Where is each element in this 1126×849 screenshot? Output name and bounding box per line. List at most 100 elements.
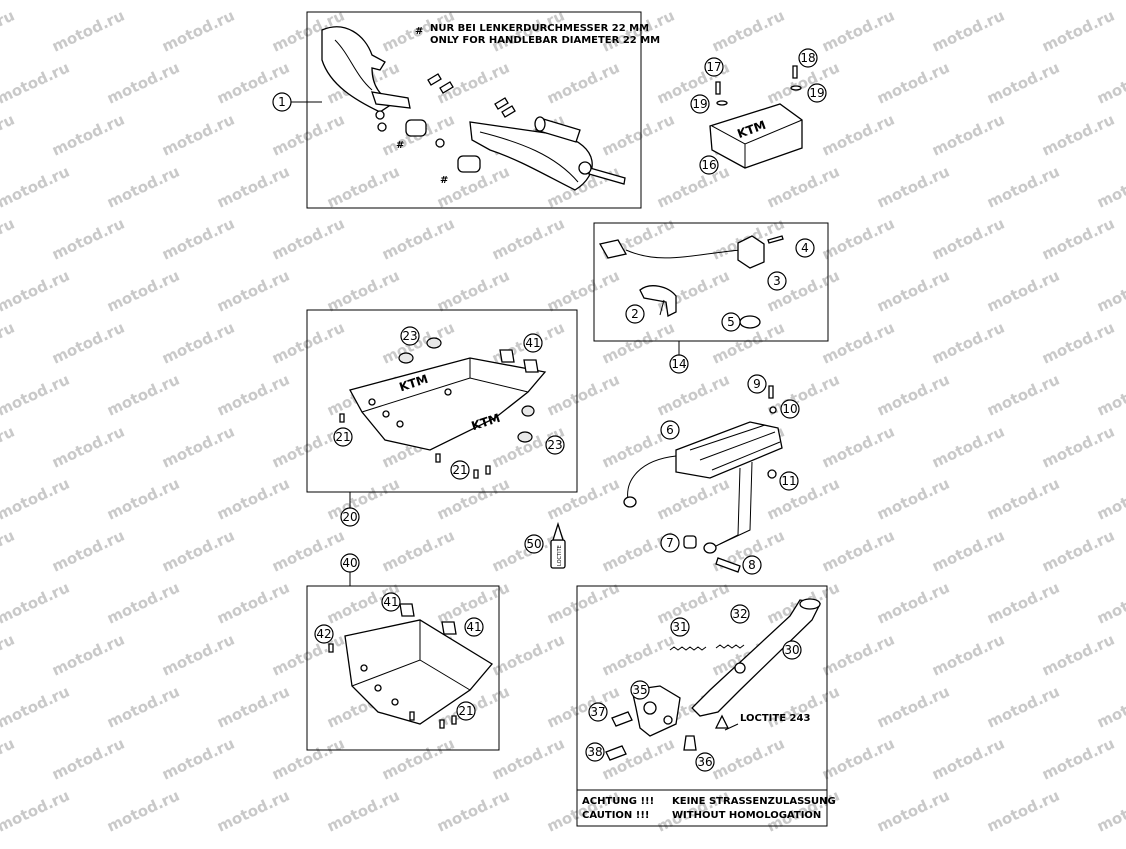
callout-35-label: 35 — [632, 683, 647, 697]
watermark-text: motod.ru — [104, 682, 182, 731]
watermark-text: motod.ru — [764, 682, 842, 731]
watermark-text: motod.ru — [874, 58, 952, 107]
watermark-text: motod.ru — [819, 630, 897, 679]
watermark-text: motod.ru — [104, 786, 182, 835]
watermark-text: motod.ru — [214, 786, 292, 835]
loctite-note: LOCTITE 243 — [740, 713, 810, 724]
watermark-text: motod.ru — [874, 266, 952, 315]
callout-50-label: 50 — [526, 537, 541, 551]
watermark-text: motod.ru — [324, 786, 402, 835]
wire — [625, 249, 741, 259]
watermark-text: motod.ru — [49, 734, 127, 783]
screw-21a — [339, 413, 345, 423]
watermark-text: motod.ru — [1039, 526, 1117, 575]
warning-de-left: ACHTUNG !!! — [582, 796, 654, 807]
watermark-text: motod.ru — [874, 474, 952, 523]
watermark-text: motod.ru — [159, 526, 237, 575]
watermark-text: motod.ru — [764, 162, 842, 211]
bolt-8 — [715, 557, 741, 573]
stand-spring-hook — [734, 662, 746, 674]
guard-hole-2 — [374, 684, 382, 692]
callout-41b-label: 41 — [383, 595, 398, 609]
watermark-text: motod.ru — [49, 422, 127, 471]
nut-2 — [377, 122, 387, 132]
watermark-text: motod.ru — [269, 734, 347, 783]
watermark-text: motod.ru — [709, 6, 787, 55]
rubber-23a-1 — [398, 352, 414, 364]
rack-left-leg — [627, 455, 677, 501]
callout-36-label: 36 — [697, 755, 712, 769]
sensor-box — [737, 235, 765, 269]
mount-41a-2 — [523, 359, 539, 373]
callout-30-label: 30 — [784, 643, 799, 657]
callout-21a — [333, 427, 353, 447]
callout-50 — [524, 534, 544, 554]
watermark-text: motod.ru — [104, 266, 182, 315]
watermark-text: motod.ru — [0, 786, 72, 835]
watermark-text: motod.ru — [49, 6, 127, 55]
spring-31 — [669, 646, 707, 651]
watermark-text: motod.ru — [379, 214, 457, 263]
callout-19b-label: 19 — [809, 86, 824, 100]
callout-18 — [798, 48, 818, 68]
loctite-tube-assembly: LOCTITE 50 — [524, 521, 566, 569]
washer-10 — [769, 406, 777, 414]
watermark-text: motod.ru — [0, 58, 72, 107]
watermark-text: motod.ru — [324, 0, 402, 4]
left-guard-bar — [371, 91, 411, 109]
watermark-text: motod.ru — [489, 630, 567, 679]
cap-5 — [739, 315, 761, 329]
screws-21c — [409, 711, 457, 729]
watermark-text: motod.ru — [819, 422, 897, 471]
callout-16-label: 16 — [701, 158, 716, 172]
watermark-text: motod.ru — [1094, 786, 1126, 835]
callout-3 — [767, 271, 787, 291]
grip-end — [534, 116, 546, 132]
watermark-text: motod.ru — [324, 474, 402, 523]
callout-42-label: 42 — [316, 627, 331, 641]
watermark-text: motod.ru — [874, 162, 952, 211]
clamp-lower — [457, 155, 481, 173]
handlebar-note-en: ONLY FOR HANDLEBAR DIAMETER 22 MM — [430, 35, 660, 46]
loctite-drop — [714, 714, 730, 729]
watermark-text: motod.ru — [159, 110, 237, 159]
callout-11-label: 11 — [781, 474, 796, 488]
watermark-text: motod.ru — [159, 6, 237, 55]
nut-3 — [435, 138, 445, 148]
warning-en-left: CAUTION !!! — [582, 810, 649, 821]
watermark-text: motod.ru — [929, 422, 1007, 471]
callout-30 — [782, 640, 802, 660]
watermark-text: motod.ru — [764, 474, 842, 523]
rubber-23b-2 — [521, 405, 535, 417]
engine-guard-frame — [306, 585, 500, 751]
seat-pad-edges — [711, 119, 803, 168]
watermark-text: motod.ru — [0, 0, 72, 4]
callout-21b — [450, 460, 470, 480]
watermark-text: motod.ru — [1094, 682, 1126, 731]
watermark-text: motod.ru — [819, 214, 897, 263]
watermark-text: motod.ru — [764, 0, 842, 4]
mount-41b — [399, 603, 415, 617]
callout-17 — [704, 57, 724, 77]
handguard-frame — [306, 11, 642, 209]
watermark-text: motod.ru — [0, 162, 72, 211]
watermark-text: motod.ru — [874, 682, 952, 731]
watermark-text: motod.ru — [0, 370, 72, 419]
bracket — [639, 285, 677, 317]
callout-20 — [340, 507, 360, 527]
screw-42 — [328, 643, 334, 653]
callout-14-label: 14 — [671, 357, 686, 371]
bolt-38 — [605, 745, 627, 761]
callout-41a — [523, 333, 543, 353]
callout-10 — [780, 399, 800, 419]
watermark-text: motod.ru — [104, 0, 182, 4]
callout-2-label: 2 — [631, 307, 639, 321]
watermark-text: motod.ru — [49, 526, 127, 575]
bracket-leader — [659, 299, 665, 316]
callout-23b — [545, 435, 565, 455]
callout-40 — [340, 553, 360, 573]
callout-37 — [588, 702, 608, 722]
watermark-text: motod.ru — [984, 682, 1062, 731]
callout-19a-label: 19 — [692, 97, 707, 111]
